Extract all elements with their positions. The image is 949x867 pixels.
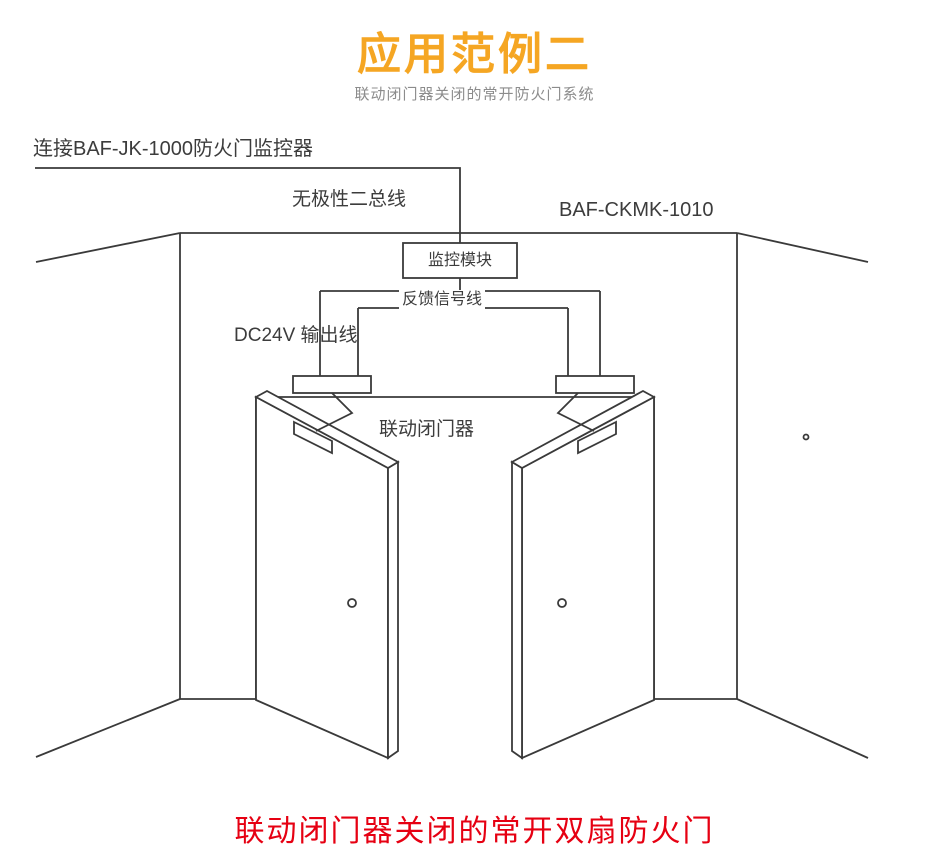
left-door-knob — [347, 598, 357, 608]
label-linked-door-closer: 联动闭门器 — [376, 419, 478, 442]
room-walls — [35, 232, 869, 759]
label-controller-link: 连接BAF-JK-1000防火门监控器 — [33, 138, 314, 160]
left-door — [254, 389, 400, 760]
right-door-closer — [556, 392, 617, 455]
closer-mounting-plates — [292, 375, 635, 394]
controller-connection-line — [35, 167, 461, 243]
footer-caption: 联动闭门器关闭的常开双扇防火门 — [234, 815, 715, 848]
wall-dot — [802, 433, 810, 441]
monitor-module-box — [402, 242, 518, 279]
label-bus-line: 无极性二总线 — [292, 189, 407, 210]
label-dc24v-output: DC24V 输出线 — [234, 325, 358, 346]
label-feedback-signal-line: 反馈信号线 — [399, 290, 486, 310]
page-subtitle: 联动闭门器关闭的常开防火门系统 — [354, 86, 595, 103]
right-door — [510, 389, 656, 760]
label-monitor-module: 监控模块 — [427, 251, 492, 269]
right-door-knob — [557, 598, 567, 608]
page-title: 应用范例二 — [357, 30, 592, 79]
label-model-number: BAF-CKMK-1010 — [559, 199, 714, 221]
left-door-closer — [293, 392, 354, 455]
